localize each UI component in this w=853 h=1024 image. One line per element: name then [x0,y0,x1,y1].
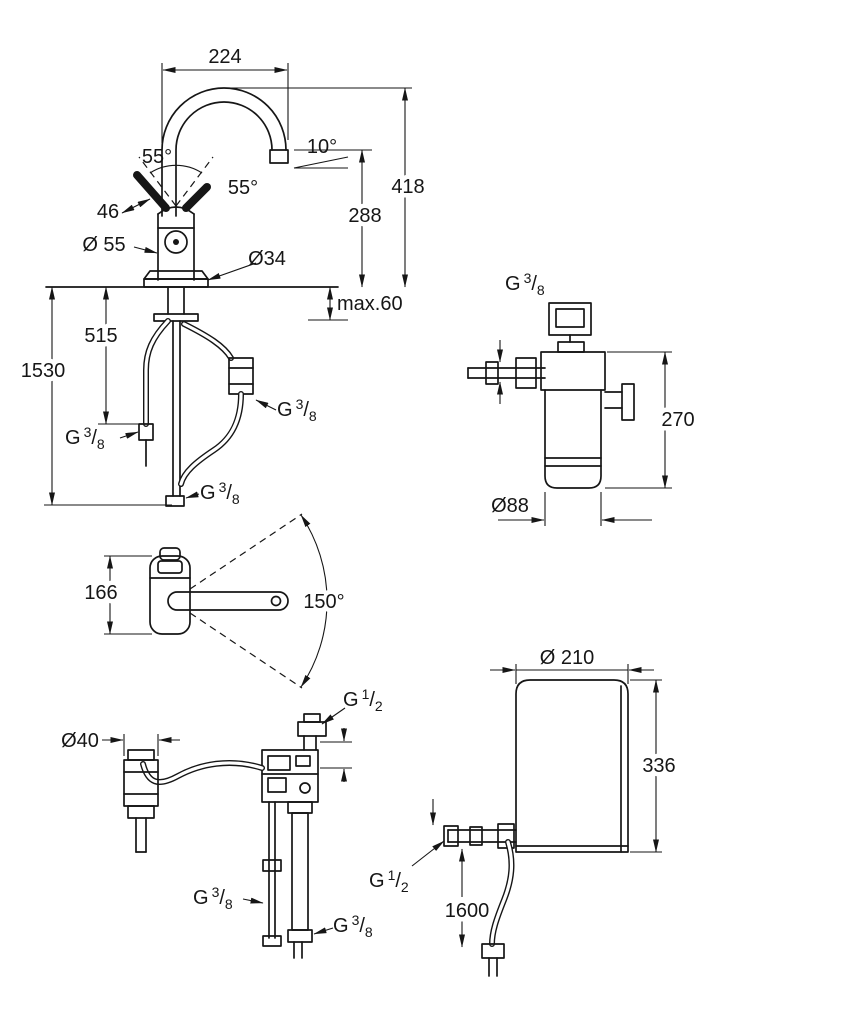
dim-label-height-spout: 288 [348,205,381,227]
dim-label-boiler-hose-length: 1600 [445,900,490,922]
dim-label-base-diameter: Ø34 [248,248,286,270]
dim-label-filter-diameter: Ø88 [491,495,529,517]
boiler-tank [515,679,629,853]
dim-label-lever-angle-left: 55° [142,146,172,168]
top-view-dimensions [104,555,152,635]
dim-label-boiler-height: 336 [642,755,675,777]
dim-label-boiler-diameter: Ø 210 [540,647,594,669]
dim-label-width-top: 224 [208,46,241,68]
check-valve-side [228,357,254,395]
filter-outline [467,302,635,489]
dim-label-hose-short: 515 [84,325,117,347]
dim-label-spout-angle: 10° [307,136,337,158]
installation-outline [123,713,327,959]
installation-dimensions [102,707,352,935]
under-counter-assembly [138,287,254,507]
faucet-side-view: 224 418 288 max.60 515 1530 46 Ø 55 Ø34 … [16,42,429,508]
dim-label-valve-diameter: Ø40 [61,730,99,752]
dim-label-lever-angle-right: 55° [228,177,258,199]
faucet-lever [133,171,170,212]
braided-hose [287,801,313,959]
dim-label-filter-height: 270 [661,409,694,431]
top-view-outline [149,547,289,635]
faucet-handle [182,183,211,212]
check-valve [123,749,159,853]
boiler-dimensions [411,664,662,948]
dim-label-height-total: 418 [391,176,424,198]
spout-plan [167,591,289,611]
dim-label-top-depth: 166 [84,582,117,604]
side-view-dimensions [44,63,412,506]
boiler-outline [443,679,629,977]
dim-label-body-diameter: Ø 55 [82,234,125,256]
supply-pipe [262,801,282,947]
faucet-top-view: 166 150° [80,513,349,689]
faucet-body [143,206,209,288]
filter-bracket [621,383,635,421]
dim-label-swivel-angle: 150° [303,591,344,613]
dim-label-hose-total: 1530 [21,360,66,382]
filter-dimensions [497,340,672,526]
lever-swing-range [138,156,214,207]
filter-cartridge [544,389,602,489]
filter-head [540,351,606,391]
dim-label-lever-width: 46 [97,201,119,223]
spout-outline [161,87,289,217]
swivel-range [189,513,328,689]
hose-end-connector [481,943,505,959]
dim-label-counter-max: max.60 [337,293,403,315]
